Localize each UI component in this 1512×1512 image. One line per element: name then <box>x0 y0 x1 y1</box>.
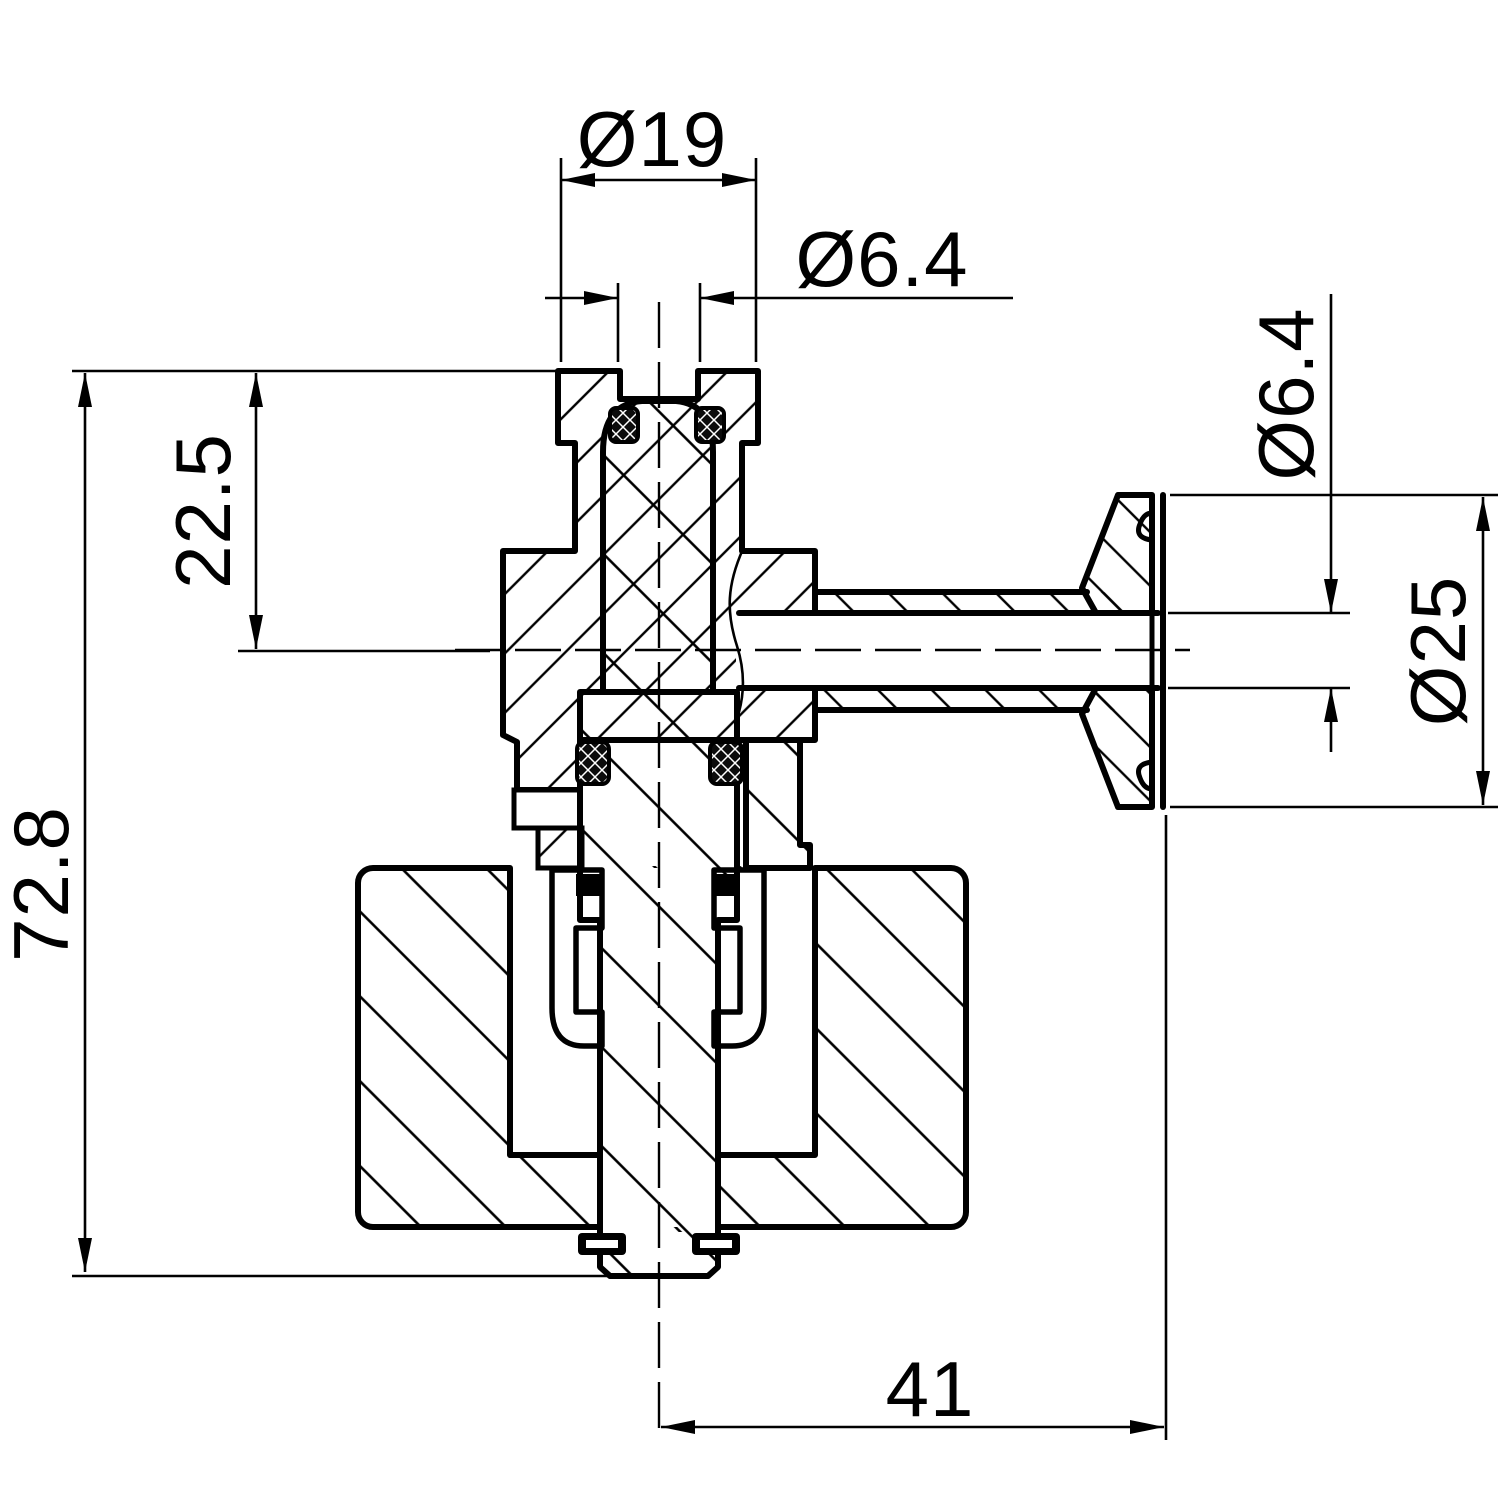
seal-mid-right <box>708 740 744 786</box>
arrow-portbore-bottom <box>1324 688 1338 722</box>
pin-left-slot <box>586 1240 618 1248</box>
centerlines <box>455 302 1190 1440</box>
break-line <box>728 548 745 713</box>
dim-label-top-bore: Ø6.4 <box>795 215 968 303</box>
arrow-cap-left <box>561 173 595 187</box>
arrow-topbore-right <box>700 291 734 305</box>
body-block-outline <box>355 865 969 1230</box>
seal-top-left <box>608 406 640 444</box>
arrow-flange-bottom <box>1476 771 1490 805</box>
tube-wall-bottom <box>818 688 1152 710</box>
seal-mid-left <box>575 740 611 786</box>
arrow-height-top <box>78 373 92 407</box>
dim-label-flange-od: Ø25 <box>1394 576 1482 726</box>
gland-sleeve <box>535 825 585 871</box>
dim-label-port-length: 41 <box>886 1345 975 1433</box>
arrow-bonnet-top <box>249 373 263 407</box>
tube-wall-top <box>818 592 1152 613</box>
arrow-port-left <box>661 1420 695 1434</box>
arrow-cap-right <box>722 173 756 187</box>
pin-right-slot <box>700 1240 732 1248</box>
seal-top-right <box>694 406 726 444</box>
dim-label-port-bore: Ø6.4 <box>1242 307 1330 480</box>
dim-label-cap-diameter: Ø19 <box>577 95 727 183</box>
arrow-bonnet-bottom <box>249 615 263 649</box>
arrow-port-right <box>1130 1420 1164 1434</box>
flange-groove-top <box>1136 510 1155 543</box>
arrow-flange-top <box>1476 497 1490 531</box>
gland-ring <box>511 787 583 831</box>
section-geometry <box>355 368 1166 1279</box>
flange-top <box>1079 492 1155 616</box>
dimension-annotations: Ø19 Ø6.4 22.5 72.8 41 Ø6.4 Ø25 <box>0 95 1498 1440</box>
flange-bottom <box>1079 685 1155 810</box>
dim-label-overall-height: 72.8 <box>0 806 85 962</box>
dim-label-bonnet-depth: 22.5 <box>159 433 247 589</box>
body-riser <box>743 737 813 871</box>
arrow-height-bottom <box>78 1238 92 1272</box>
flange-groove-bottom <box>1136 759 1155 792</box>
arrow-portbore-top <box>1324 579 1338 613</box>
arrow-topbore-left <box>584 291 618 305</box>
